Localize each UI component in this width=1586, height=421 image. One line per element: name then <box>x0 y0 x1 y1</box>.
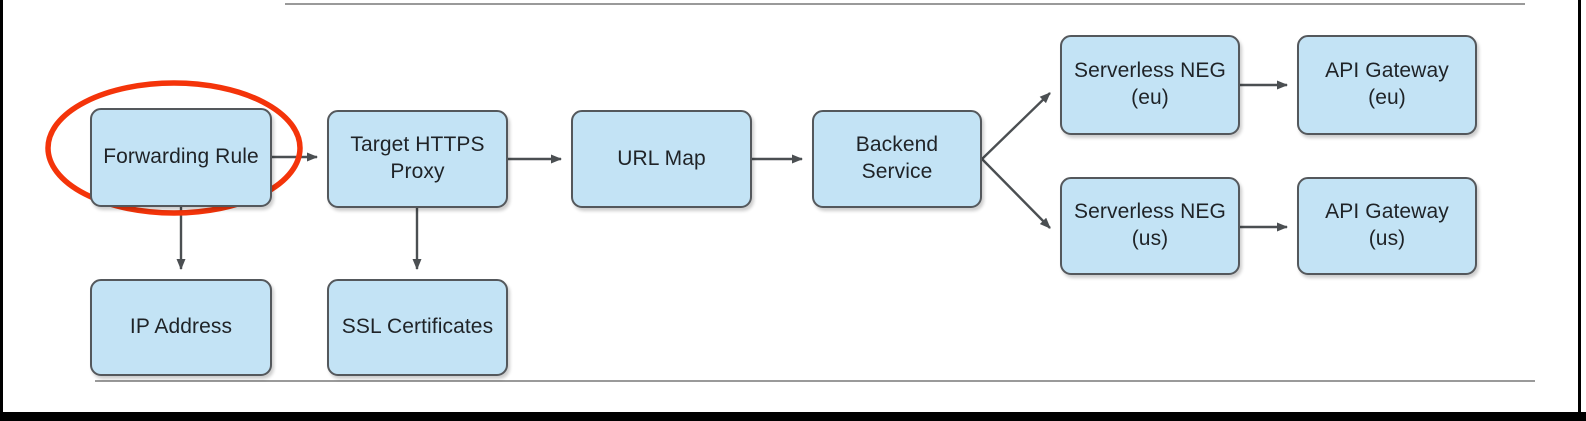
node-url-map[interactable]: URL Map <box>571 110 752 208</box>
page-frame-bottom <box>0 412 1586 421</box>
edge-backend-service-to-serverless-neg-eu <box>981 92 1051 160</box>
page-frame-left <box>0 0 3 421</box>
node-serverless-neg-eu[interactable]: Serverless NEG (eu) <box>1060 35 1240 135</box>
node-serverless-neg-us[interactable]: Serverless NEG (us) <box>1060 177 1240 275</box>
sheet-top-rule <box>285 3 1525 5</box>
node-api-gateway-eu[interactable]: API Gateway (eu) <box>1297 35 1477 135</box>
edge-backend-service-to-serverless-neg-us <box>981 158 1051 229</box>
page-frame-right <box>1578 0 1581 421</box>
node-backend-service[interactable]: Backend Service <box>812 110 982 208</box>
node-ip-address[interactable]: IP Address <box>90 279 272 376</box>
node-ssl-certificates[interactable]: SSL Certificates <box>327 279 508 376</box>
node-target-https-proxy[interactable]: Target HTTPS Proxy <box>327 110 508 208</box>
node-api-gateway-us[interactable]: API Gateway (us) <box>1297 177 1477 275</box>
sheet-bottom-rule <box>95 380 1535 382</box>
node-forwarding-rule[interactable]: Forwarding Rule <box>90 108 272 207</box>
